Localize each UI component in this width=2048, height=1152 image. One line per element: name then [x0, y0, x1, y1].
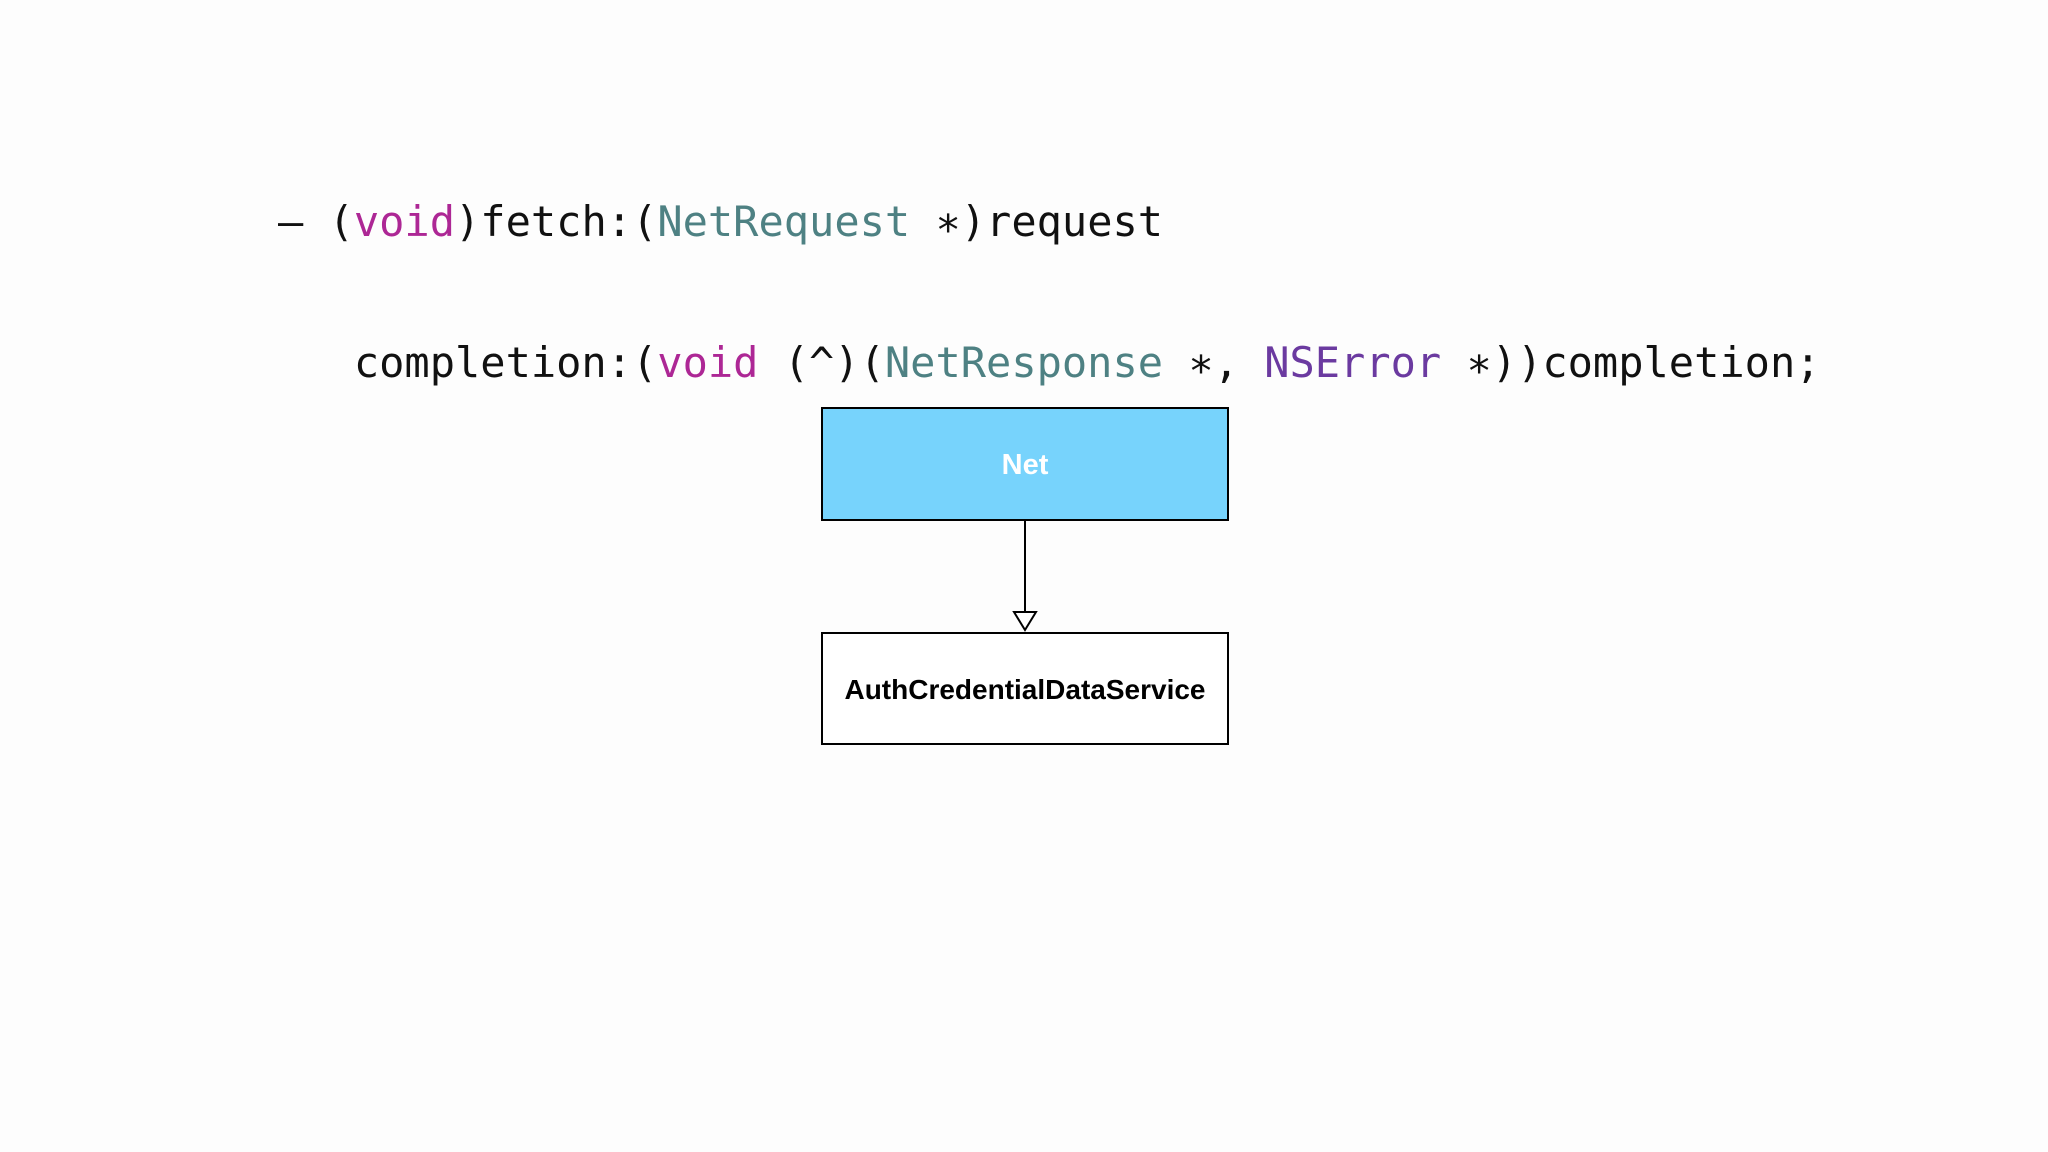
code-line-2: completion:(void (^)(NetResponse ∗, NSEr… [278, 339, 1821, 386]
auth-credential-node-label: AuthCredentialDataService [844, 674, 1205, 705]
code-token: ∗))completion; [1441, 338, 1821, 387]
code-type: NetRequest [657, 197, 911, 246]
code-keyword: void [353, 197, 456, 246]
net-node-box [821, 407, 1229, 521]
code-token: – ( [278, 197, 354, 246]
code-type: NetResponse [884, 338, 1164, 387]
net-node: Net [821, 407, 1229, 521]
net-node-label: Net [1002, 449, 1049, 481]
code-token: ∗, [1163, 338, 1265, 387]
code-token: )fetch:( [455, 197, 658, 246]
code-token: ∗)request [910, 197, 1164, 246]
code-token: completion:( [278, 338, 658, 387]
code-system-type: NSError [1264, 338, 1442, 387]
hollow-triangle-arrowhead [1012, 611, 1038, 632]
code-snippet: – (void)fetch:(NetRequest ∗)request comp… [278, 104, 1821, 433]
dependency-edge [1012, 520, 1038, 632]
auth-credential-node-box [821, 632, 1229, 745]
code-token: (^)( [758, 338, 885, 387]
code-line-1: – (void)fetch:(NetRequest ∗)request [278, 198, 1821, 245]
auth-credential-node: AuthCredentialDataService [821, 632, 1229, 745]
code-keyword: void [657, 338, 759, 387]
